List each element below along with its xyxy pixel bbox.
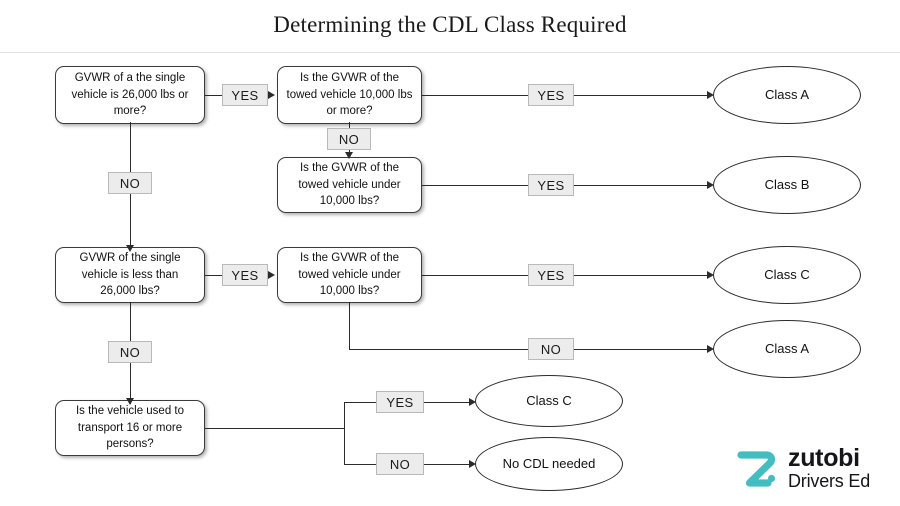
connector-q6-no-right [424, 464, 472, 465]
arrowhead-q2-to-class-a [707, 91, 714, 99]
result-node-class-b[interactable]: Class B [713, 156, 861, 214]
zutobi-logo: zutobi Drivers Ed [733, 441, 893, 497]
zutobi-z-mark-icon [733, 446, 779, 492]
edge-label-q4-yes: YES [222, 264, 268, 286]
edge-label-q1-yes: YES [222, 84, 268, 106]
connector-q6-stem [205, 428, 344, 429]
edge-label-q1-no: NO [108, 172, 152, 194]
connector-q5-no-vertical [349, 302, 350, 349]
result-node-no-cdl-needed[interactable]: No CDL needed [475, 437, 623, 491]
decision-node-gvwr-single-less-than-26000[interactable]: GVWR of the single vehicle is less than … [55, 247, 205, 303]
page-title: Determining the CDL Class Required [273, 12, 627, 37]
edge-label-q2-yes: YES [528, 84, 574, 106]
arrowhead-q6-to-no-cdl [469, 460, 476, 468]
arrowhead-q1-to-q4 [126, 245, 134, 252]
result-node-class-a-bottom[interactable]: Class A [713, 320, 861, 378]
edge-label-q5-yes: YES [528, 264, 574, 286]
edge-label-q4-no: NO [108, 341, 152, 363]
decision-node-label: GVWR of a the single vehicle is 26,000 l… [71, 72, 189, 118]
edge-label-q6-no: NO [376, 453, 424, 475]
decision-node-towed-10000-or-more[interactable]: Is the GVWR of the towed vehicle 10,000 … [277, 66, 422, 124]
result-node-class-a-top[interactable]: Class A [713, 66, 861, 124]
result-node-label: Class C [526, 393, 572, 409]
result-node-class-c-middle[interactable]: Class C [713, 246, 861, 304]
connector-q6-yes-left [344, 402, 376, 403]
arrowhead-q5-to-class-c [707, 271, 714, 279]
zutobi-wordmark: zutobi Drivers Ed [788, 446, 870, 492]
connector-q6-split [344, 402, 345, 464]
decision-node-towed-under-10000-lower[interactable]: Is the GVWR of the towed vehicle under 1… [277, 247, 422, 303]
connector-q6-yes-right [424, 402, 472, 403]
edge-label-q6-yes: YES [376, 391, 424, 413]
decision-node-label: Is the GVWR of the towed vehicle under 1… [298, 252, 401, 298]
arrowhead-q3-to-class-b [707, 181, 714, 189]
decision-node-label: Is the GVWR of the towed vehicle under 1… [298, 162, 401, 208]
decision-node-label: Is the GVWR of the towed vehicle 10,000 … [286, 72, 413, 118]
decision-node-towed-under-10000-upper[interactable]: Is the GVWR of the towed vehicle under 1… [277, 157, 422, 213]
connector-q6-no-left [344, 464, 376, 465]
result-node-label: No CDL needed [502, 456, 596, 472]
edge-label-q5-no: NO [528, 338, 574, 360]
result-node-class-c-bottom[interactable]: Class C [475, 375, 623, 427]
decision-node-transport-16-or-more[interactable]: Is the vehicle used to transport 16 or m… [55, 400, 205, 456]
zutobi-subtitle: Drivers Ed [788, 471, 871, 492]
decision-node-label: Is the vehicle used to transport 16 or m… [75, 405, 185, 451]
arrowhead-q5-no-to-class-a [707, 345, 714, 353]
decision-node-gvwr-single-26000-or-more[interactable]: GVWR of a the single vehicle is 26,000 l… [55, 66, 205, 124]
arrowhead-q4-to-q5 [268, 271, 275, 279]
arrowhead-q4-to-q6 [126, 398, 134, 405]
arrowhead-q2-to-q3 [345, 152, 353, 159]
result-node-label: Class C [764, 267, 810, 283]
header-divider [0, 52, 900, 53]
decision-node-label: GVWR of the single vehicle is less than … [79, 252, 181, 298]
edge-label-q3-yes: YES [528, 174, 574, 196]
edge-label-q2-no: NO [327, 128, 371, 150]
zutobi-name: zutobi [788, 444, 860, 473]
arrowhead-q6-to-class-c [469, 398, 476, 406]
result-node-label: Class A [764, 341, 810, 357]
result-node-label: Class A [764, 87, 810, 103]
result-node-label: Class B [764, 177, 810, 193]
arrowhead-q1-to-q2 [268, 91, 275, 99]
